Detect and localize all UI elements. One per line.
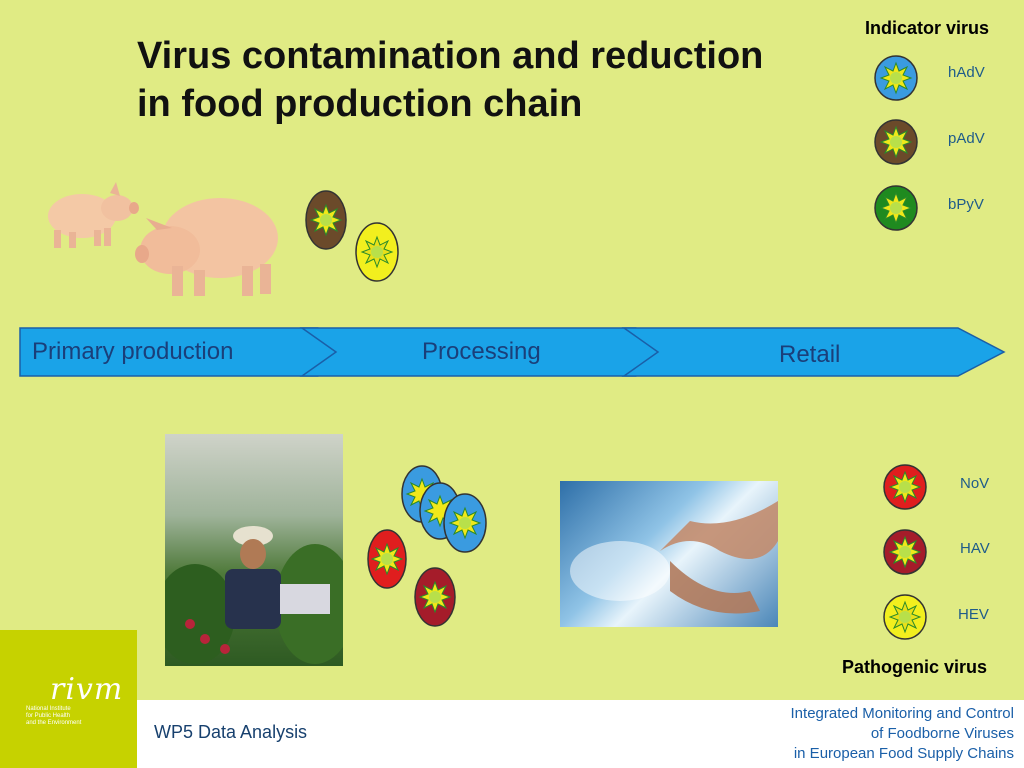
footer-project-line-2: of Foodborne Viruses [870, 725, 1014, 742]
hev-virus-icon [355, 222, 399, 282]
footer-project-title: Integrated Monitoring and Control of Foo… [714, 704, 1014, 764]
legend-label-hev: HEV [958, 606, 989, 623]
hav-virus-icon [883, 529, 927, 575]
pathogenic-virus-heading: Pathogenic virus [842, 657, 988, 677]
padv-virus-icon [874, 119, 918, 165]
legend-label-hadv: hAdV [948, 64, 985, 81]
stage-processing: Processing [422, 338, 541, 365]
rivm-logo-panel [0, 630, 137, 768]
legend-label-hav: HAV [960, 540, 990, 557]
footer-bar [0, 700, 1024, 768]
stage-retail: Retail [779, 341, 841, 368]
bpyv-virus-icon [874, 185, 918, 231]
hev-virus-icon [883, 594, 927, 640]
field-worker-photo [165, 434, 343, 666]
footer-project-line-3: in European Food Supply Chains [793, 745, 1014, 762]
footer-wp5-label: WP5 Data Analysis [154, 722, 308, 742]
legend-label-bpyv: bPyV [948, 196, 984, 213]
rivm-logo: rivm [50, 672, 124, 707]
stage-primary-production: Primary production [32, 338, 234, 365]
padv-virus-icon [305, 190, 347, 250]
slide-title: Virus contamination and reduction in foo… [137, 32, 857, 128]
food-chain-arrows [19, 327, 1006, 377]
rivm-logo-subtitle: National Institute for Public Health and… [26, 706, 126, 727]
footer-project-line-1: Integrated Monitoring and Control [790, 705, 1014, 722]
slide-title-line-2: in food production chain [137, 83, 583, 125]
hav-virus-icon [414, 567, 456, 627]
washing-produce-photo [560, 481, 778, 627]
slide-title-line-1: Virus contamination and reduction [137, 35, 764, 77]
nov-virus-icon [367, 529, 407, 589]
indicator-virus-heading: Indicator virus [865, 18, 990, 38]
pigs-image [48, 182, 278, 296]
nov-virus-icon [883, 464, 927, 510]
rivm-logo-line-3: and the Environment [26, 720, 82, 726]
rivm-logo-line-2: for Public Health [26, 713, 71, 719]
hadv-virus-icon [874, 55, 918, 101]
hadv-virus-icon [443, 493, 487, 553]
rivm-logo-line-1: National Institute [26, 706, 71, 712]
legend-label-nov: NoV [960, 475, 990, 492]
legend-label-padv: pAdV [948, 130, 985, 147]
